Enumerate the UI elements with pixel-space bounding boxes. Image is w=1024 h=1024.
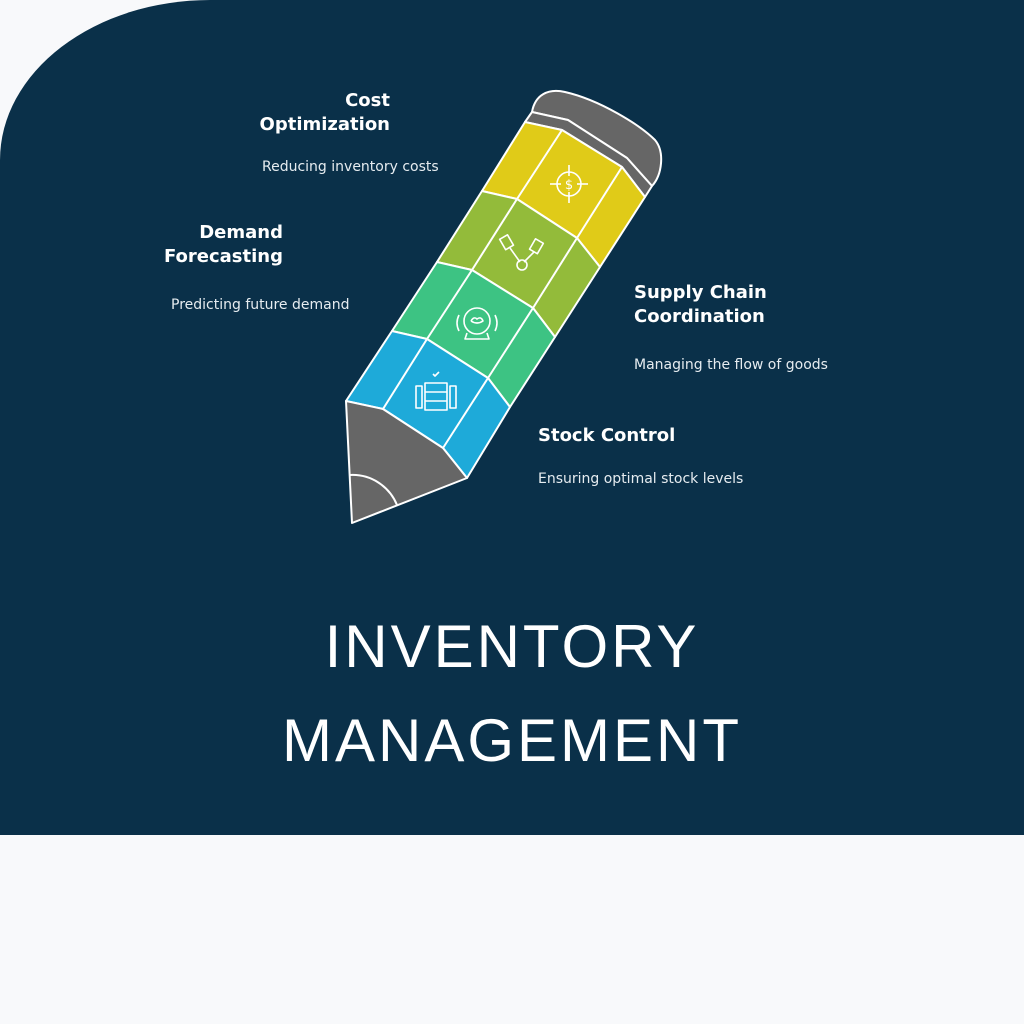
crystal-ball-icon [456, 307, 498, 340]
title-line-2: MANAGEMENT [281, 707, 743, 774]
demand-forecasting-desc: Predicting future demand [171, 297, 350, 313]
title-line-1: INVENTORY [324, 613, 700, 680]
stock-control-desc: Ensuring optimal stock levels [538, 471, 744, 487]
background-panel [0, 0, 1024, 835]
inventory-rack-icon [415, 371, 457, 411]
svg-text:$: $ [565, 178, 573, 193]
pistons-gear-icon [498, 234, 545, 271]
pencil-eraser [531, 90, 663, 187]
pencil-tip [345, 400, 468, 524]
dollar-target-icon: $ [550, 165, 588, 203]
stock-control-heading: Stock Control [538, 425, 676, 446]
cost-optimization-desc: Reducing inventory costs [262, 159, 439, 175]
supply-chain-desc: Managing the flow of goods [634, 357, 828, 373]
pencil-tip-arc [349, 473, 398, 506]
